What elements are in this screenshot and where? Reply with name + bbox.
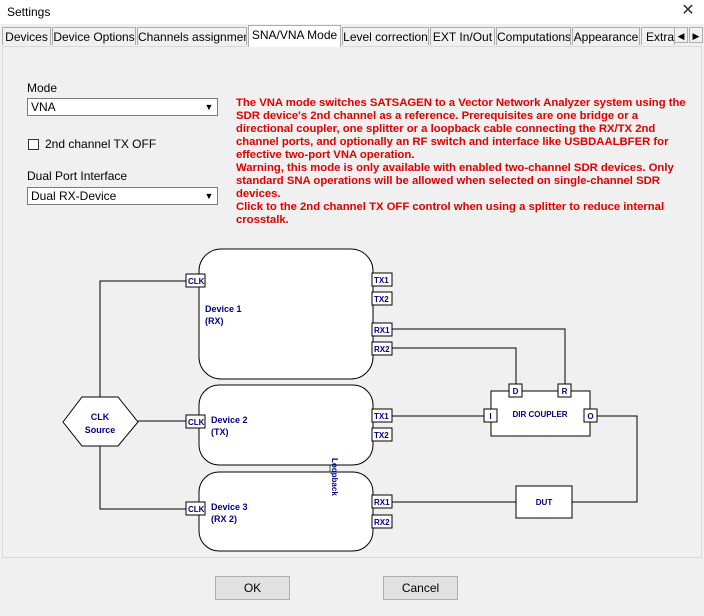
dut-block xyxy=(515,485,573,519)
tab-sna-vna-mode[interactable]: SNA/VNA Mode xyxy=(248,25,341,47)
coupler-i-label: I xyxy=(489,412,491,421)
device2-tx1-label: TX1 xyxy=(374,412,389,421)
device2-block xyxy=(198,384,374,466)
second-channel-tx-off-label: 2nd channel TX OFF xyxy=(45,137,157,151)
ok-button[interactable]: OK xyxy=(215,576,290,600)
device1-tx2-port xyxy=(371,291,393,306)
tab-appearance[interactable]: Appearance xyxy=(572,27,640,45)
coupler-i-port xyxy=(483,408,498,423)
device1-tx2-label: TX2 xyxy=(374,295,389,304)
coupler-d-port xyxy=(508,383,523,398)
tab-channels-assignment[interactable]: Channels assignment xyxy=(137,27,247,45)
wire-rx1-to-r xyxy=(392,328,566,384)
device2-tx1-port xyxy=(371,408,393,423)
device3-name: Device 3 xyxy=(211,502,248,512)
device2-clk-port xyxy=(185,414,206,429)
tab-devices[interactable]: Devices xyxy=(2,27,51,45)
device3-rx1-label: RX1 xyxy=(374,498,390,507)
wire-rx2-to-d xyxy=(392,347,517,384)
loopback-label: Loopback xyxy=(330,458,339,496)
dual-port-interface-label: Dual Port Interface xyxy=(27,169,128,183)
dual-port-interface-value: Dual RX-Device xyxy=(31,189,117,203)
title-bar: Settings ✕ xyxy=(0,0,704,24)
device2-role: (TX) xyxy=(211,427,229,437)
device2-clk-port-label: CLK xyxy=(188,418,205,427)
device3-rx2-port xyxy=(371,514,393,529)
clk-source-block xyxy=(62,396,139,447)
wire-o-to-dut xyxy=(572,415,638,503)
coupler-r-label: R xyxy=(562,387,568,396)
device1-tx1-label: TX1 xyxy=(374,276,389,285)
second-channel-tx-off-checkbox[interactable] xyxy=(28,139,39,150)
device2-tx2-label: TX2 xyxy=(374,431,389,440)
device3-clk-port-label: CLK xyxy=(188,505,205,514)
clk-source-label-2: Source xyxy=(85,425,116,435)
device3-role: (RX 2) xyxy=(211,514,237,524)
cancel-button[interactable]: Cancel xyxy=(383,576,458,600)
mode-select[interactable]: VNA ▼ xyxy=(27,98,218,116)
dual-port-interface-select[interactable]: Dual RX-Device ▼ xyxy=(27,187,218,205)
mode-select-value: VNA xyxy=(31,100,56,114)
tab-extra[interactable]: Extra xyxy=(641,27,675,45)
device1-rx2-label: RX2 xyxy=(374,345,390,354)
tab-strip: Devices Device Options Channels assignme… xyxy=(0,25,704,47)
tab-scroll-right-icon[interactable]: ▶ xyxy=(689,27,703,43)
device1-rx2-port xyxy=(371,341,393,356)
device1-block xyxy=(198,248,374,380)
tab-computations[interactable]: Computations xyxy=(496,27,571,45)
tab-device-options[interactable]: Device Options xyxy=(52,27,136,45)
device3-rx2-label: RX2 xyxy=(374,518,390,527)
vna-mode-description: The VNA mode switches SATSAGEN to a Vect… xyxy=(236,97,686,226)
device1-role: (RX) xyxy=(205,316,224,326)
window-title: Settings xyxy=(7,5,51,19)
clk-line-device1 xyxy=(99,280,186,397)
coupler-o-port xyxy=(583,408,598,423)
close-icon[interactable]: ✕ xyxy=(681,2,695,19)
mode-label: Mode xyxy=(27,81,58,95)
device1-rx1-port xyxy=(371,322,393,337)
dir-coupler-label: DIR COUPLER xyxy=(512,410,567,419)
coupler-d-label: D xyxy=(513,387,519,396)
dir-coupler-block xyxy=(490,390,591,437)
tab-level-correction[interactable]: Level correction xyxy=(342,27,429,45)
device1-name: Device 1 xyxy=(205,304,242,314)
device1-tx1-port xyxy=(371,272,393,287)
device2-name: Device 2 xyxy=(211,415,248,425)
device1-rx1-label: RX1 xyxy=(374,326,390,335)
tab-scroll-left-icon[interactable]: ◀ xyxy=(674,27,688,43)
coupler-o-label: O xyxy=(587,412,593,421)
dut-label: DUT xyxy=(536,498,553,507)
device3-rx1-port xyxy=(371,494,393,509)
chevron-down-icon[interactable]: ▼ xyxy=(204,102,214,112)
clk-line-device3 xyxy=(99,446,186,510)
clk-source-label-1: CLK xyxy=(91,412,110,422)
device3-clk-port xyxy=(185,501,206,516)
device1-clk-port xyxy=(185,273,206,288)
chevron-down-icon[interactable]: ▼ xyxy=(204,191,214,201)
tab-ext-in-out[interactable]: EXT In/Out xyxy=(430,27,495,45)
device2-tx2-port xyxy=(371,427,393,442)
device1-clk-port-label: CLK xyxy=(188,277,205,286)
coupler-r-port xyxy=(557,383,572,398)
